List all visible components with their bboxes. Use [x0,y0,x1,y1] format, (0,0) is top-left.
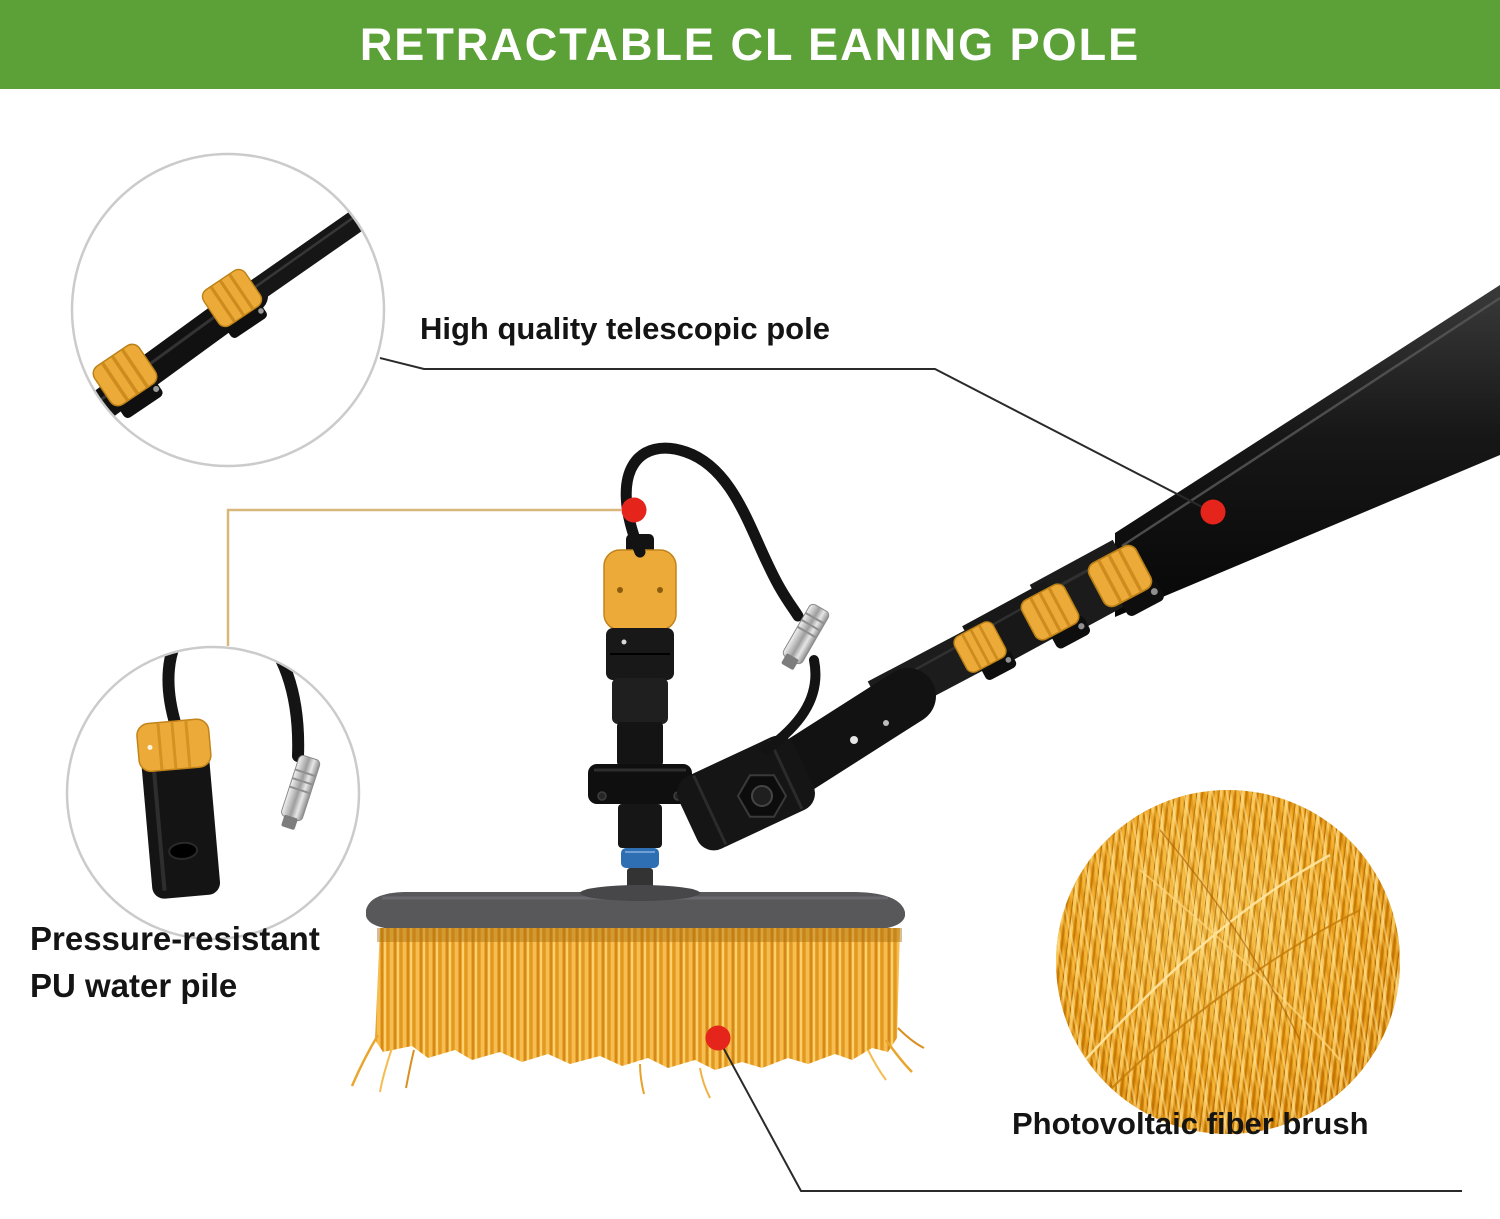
callout-water-pipe-label: Pressure-resistant PU water pile [30,916,320,1010]
callout-fiber-brush-label: Photovoltaic fiber brush [1012,1106,1369,1141]
water-hose [620,442,830,755]
callout-telescopic-pole-label: High quality telescopic pole [420,311,830,346]
inset-water-connector-circle [65,645,361,941]
elbow-joint [677,668,936,851]
page-title: RETRACTABLE CL EANING POLE [359,18,1141,70]
marker-dot-water-pipe [621,497,647,523]
callout-line-brush [717,1037,1462,1192]
callout-line-telescopic [379,357,1209,511]
brush-plate [366,885,905,930]
callout-water-pipe-label-line2: PU water pile [30,966,238,1004]
inset-fiber-closeup-circle [1056,790,1400,1134]
marker-dot-brush [705,1025,731,1051]
brush-bristles [350,928,925,1099]
header-banner: RETRACTABLE CL EANING POLE [0,0,1500,89]
callout-water-pipe-label-line1: Pressure-resistant [30,920,320,957]
brush-motor-assembly [588,534,692,896]
pole-clamps [953,544,1164,680]
marker-dot-pole [1200,499,1226,525]
inset-pole-clamps-circle [70,152,386,468]
callout-line-water-pipe [226,508,621,646]
